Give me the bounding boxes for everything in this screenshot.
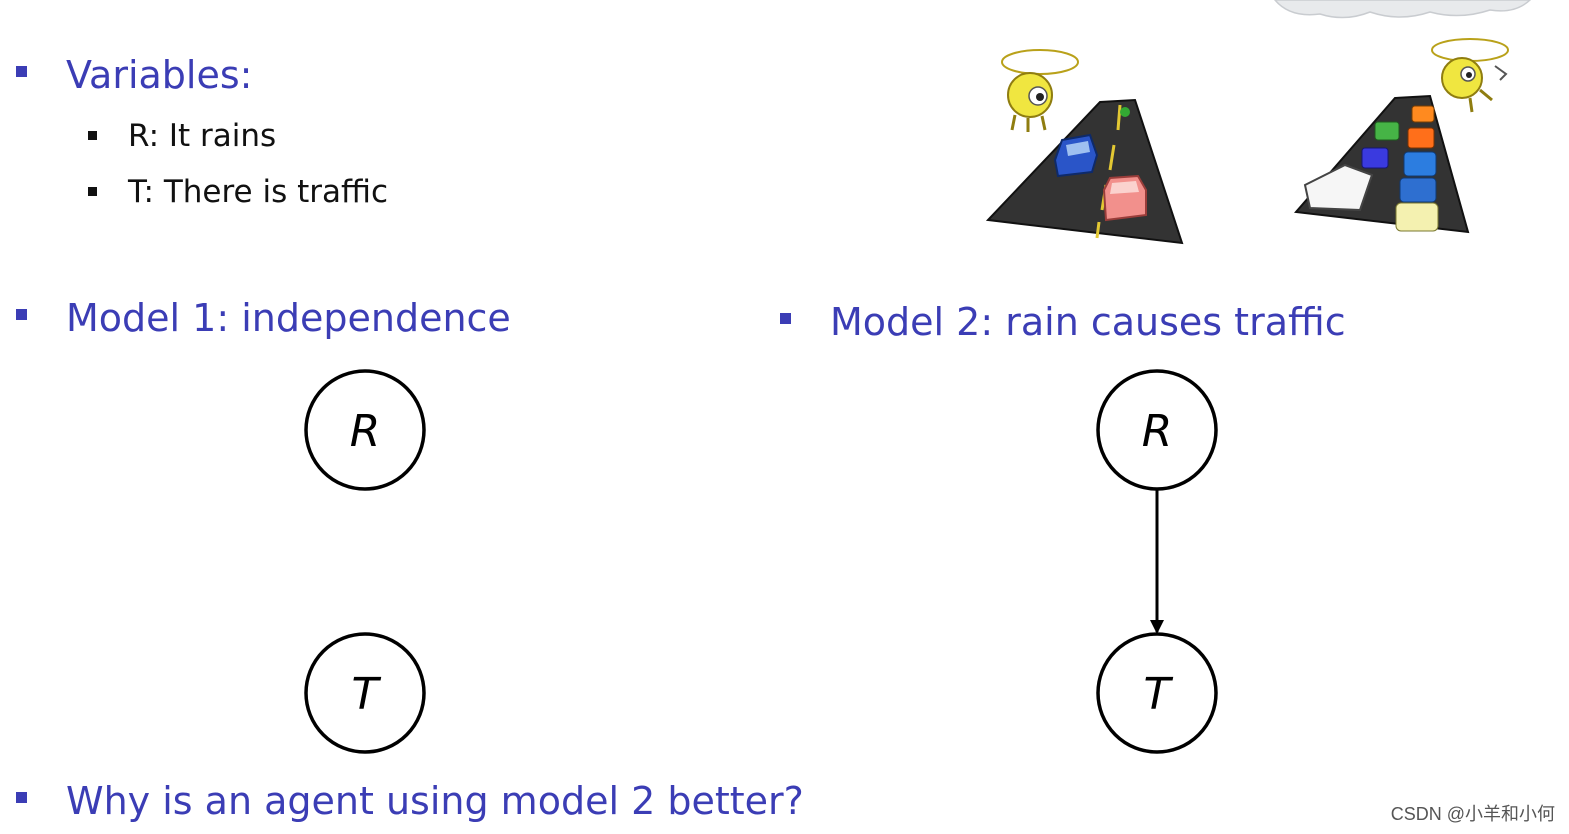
variable-r-label: R: It rains xyxy=(128,118,277,154)
model2-node-r-label: R xyxy=(1142,406,1173,457)
model1-node-t-label: T xyxy=(352,669,382,720)
variables-heading: Variables: xyxy=(66,53,253,97)
heavy-traffic-illustration xyxy=(1294,38,1509,234)
model2-node-t: T xyxy=(1096,632,1218,754)
model2-node-t-label: T xyxy=(1144,669,1174,720)
model2-heading: Model 2: rain causes traffic xyxy=(830,300,1346,344)
model1-heading: Model 1: independence xyxy=(66,296,511,340)
question-text: Why is an agent using model 2 better? xyxy=(66,779,804,823)
light-traffic-illustration xyxy=(985,49,1184,245)
bullet-model2 xyxy=(780,313,791,324)
bullet-variables xyxy=(16,66,27,77)
bullet-variable-r xyxy=(88,131,97,140)
model1-node-r-label: R xyxy=(350,406,381,457)
variable-t-label: T: There is traffic xyxy=(128,174,389,210)
bullet-variable-t xyxy=(88,187,97,196)
model2-node-r: R xyxy=(1096,369,1218,491)
model1-node-r: R xyxy=(304,369,426,491)
bullet-question xyxy=(16,792,27,803)
model1-node-t: T xyxy=(304,632,426,754)
bullet-model1 xyxy=(16,309,27,320)
watermark: CSDN @小羊和小何 xyxy=(1390,804,1555,824)
cloud-illustration xyxy=(1274,0,1532,19)
